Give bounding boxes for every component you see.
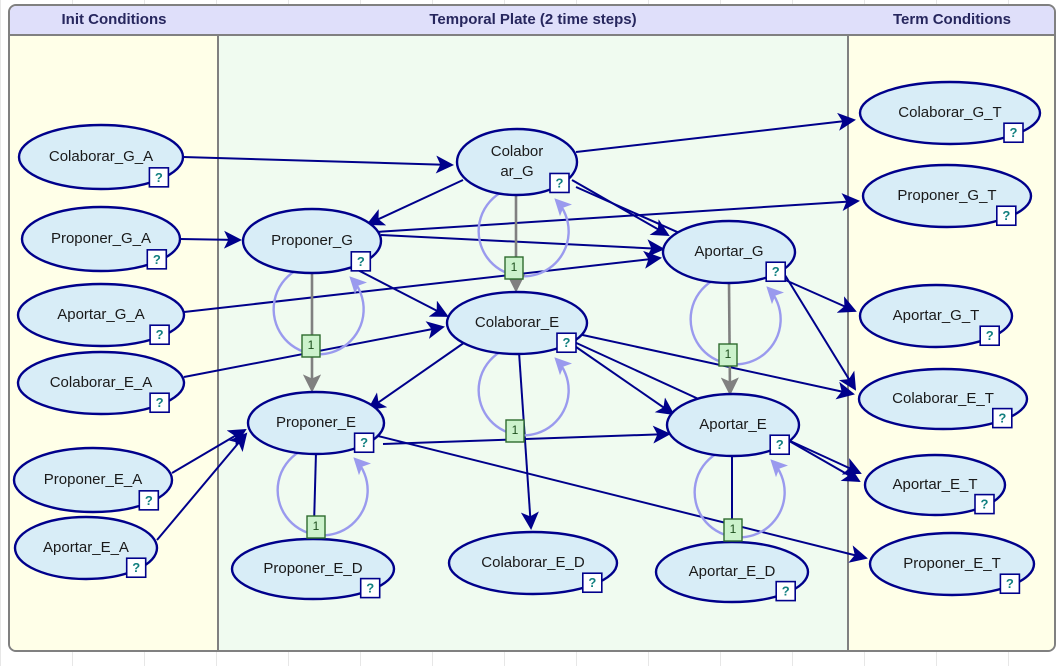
header-temporal-plate: Temporal Plate (2 time steps) (429, 11, 637, 28)
temporal-plate-column (219, 36, 847, 650)
column-divider-left (217, 36, 219, 650)
network-panel: Init Conditions Temporal Plate (2 time s… (8, 4, 1056, 652)
init-conditions-column (10, 36, 217, 650)
header-term-conditions: Term Conditions (892, 11, 1012, 28)
term-conditions-column (849, 36, 1054, 650)
header-init-conditions: Init Conditions (61, 11, 167, 28)
panel-header: Init Conditions Temporal Plate (2 time s… (10, 6, 1054, 36)
column-divider-right (847, 36, 849, 650)
